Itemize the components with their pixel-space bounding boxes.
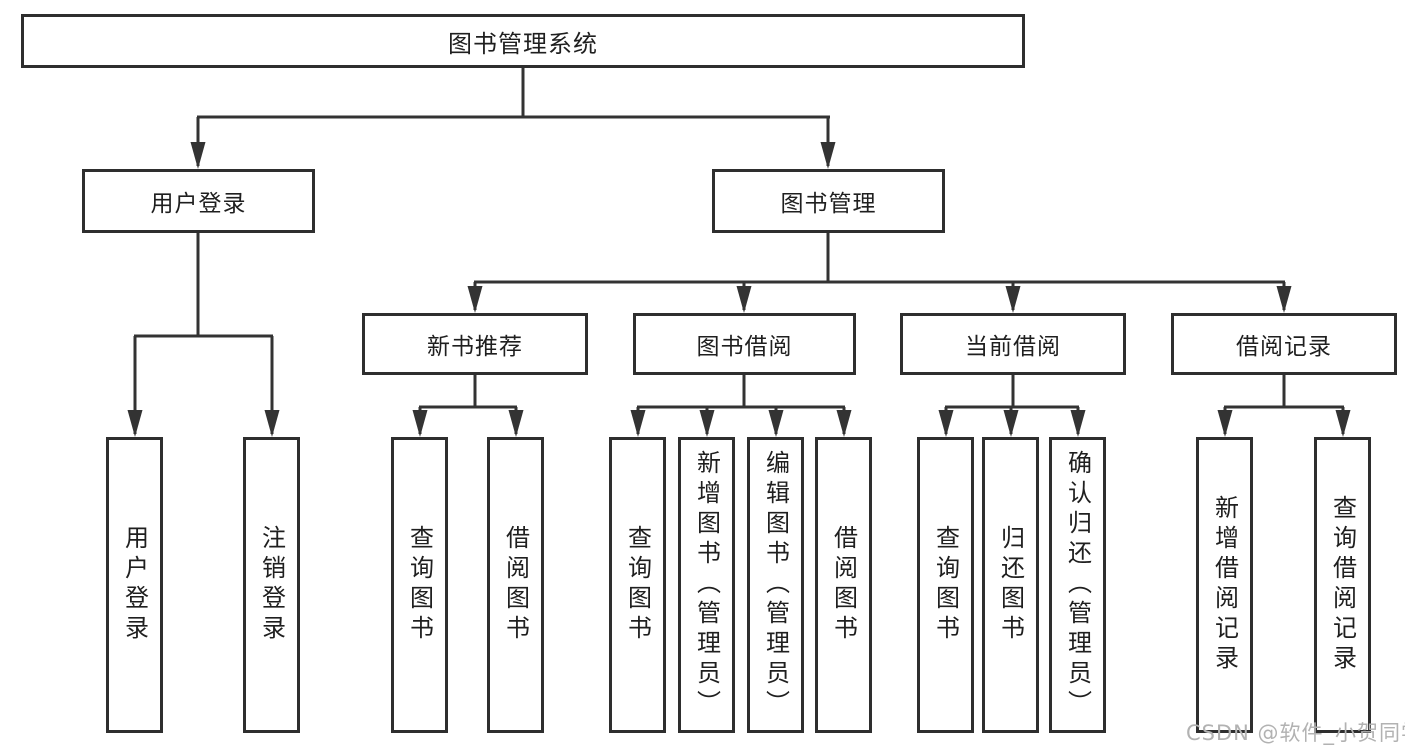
node-current-borrowing: 当前借阅 xyxy=(900,313,1126,375)
node-query-books-borrowing: 查询图书 xyxy=(609,437,666,733)
node-logout: 注销登录 xyxy=(243,437,300,733)
node-user-login: 用户登录 xyxy=(82,169,315,233)
node-confirm-return-admin: 确认归还（管理员） xyxy=(1049,437,1106,733)
node-borrow-books-recommend: 借阅图书 xyxy=(487,437,544,733)
node-return-books: 归还图书 xyxy=(982,437,1039,733)
node-new-book-recommendation: 新书推荐 xyxy=(362,313,588,375)
node-borrowing-records: 借阅记录 xyxy=(1171,313,1397,375)
node-book-borrowing: 图书借阅 xyxy=(633,313,856,375)
node-book-management: 图书管理 xyxy=(712,169,945,233)
node-query-books-current: 查询图书 xyxy=(917,437,974,733)
node-add-book-admin: 新增图书（管理员） xyxy=(678,437,735,733)
node-user-login-leaf: 用户登录 xyxy=(106,437,163,733)
node-query-borrow-record: 查询借阅记录 xyxy=(1314,437,1371,733)
node-library-management-system: 图书管理系统 xyxy=(21,14,1025,68)
csdn-watermark: CSDN @软件_小贺同学 xyxy=(1186,721,1405,745)
node-query-books-recommend: 查询图书 xyxy=(391,437,448,733)
node-add-borrow-record: 新增借阅记录 xyxy=(1196,437,1253,733)
node-borrow-books-borrowing: 借阅图书 xyxy=(815,437,872,733)
node-edit-book-admin: 编辑图书（管理员） xyxy=(747,437,804,733)
